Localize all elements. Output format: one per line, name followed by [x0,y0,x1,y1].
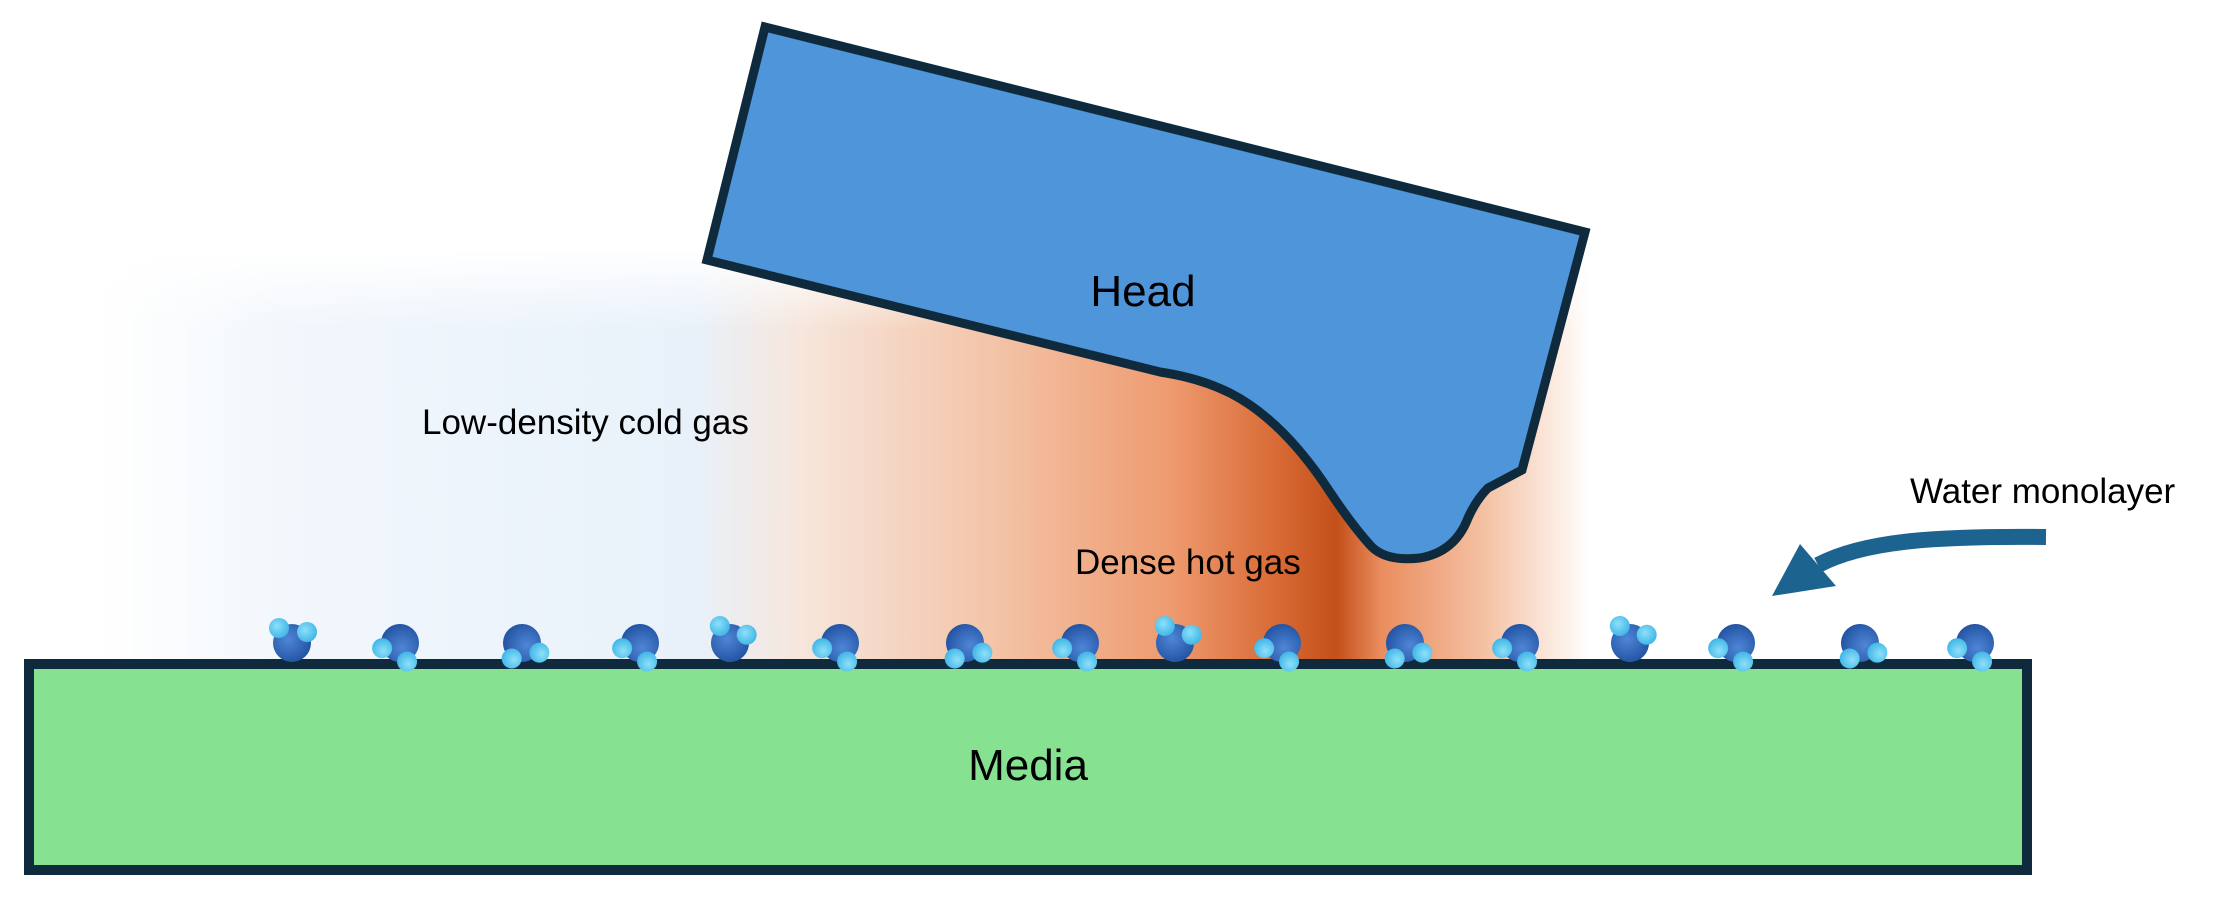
media-block [24,659,2032,875]
water-arrow-head [1772,544,1836,596]
cold-gas-label: Low-density cold gas [422,403,749,442]
water-monolayer-label: Water monolayer [1910,472,2176,511]
head-slider [701,21,1591,564]
head-label: Head [1090,267,1195,316]
water-arrow-shaft [1814,528,2047,573]
hot-gas-label: Dense hot gas [1075,543,1301,582]
media-label: Media [968,741,1088,790]
water-molecule [1604,614,1659,667]
water-arrow [1772,528,2047,596]
